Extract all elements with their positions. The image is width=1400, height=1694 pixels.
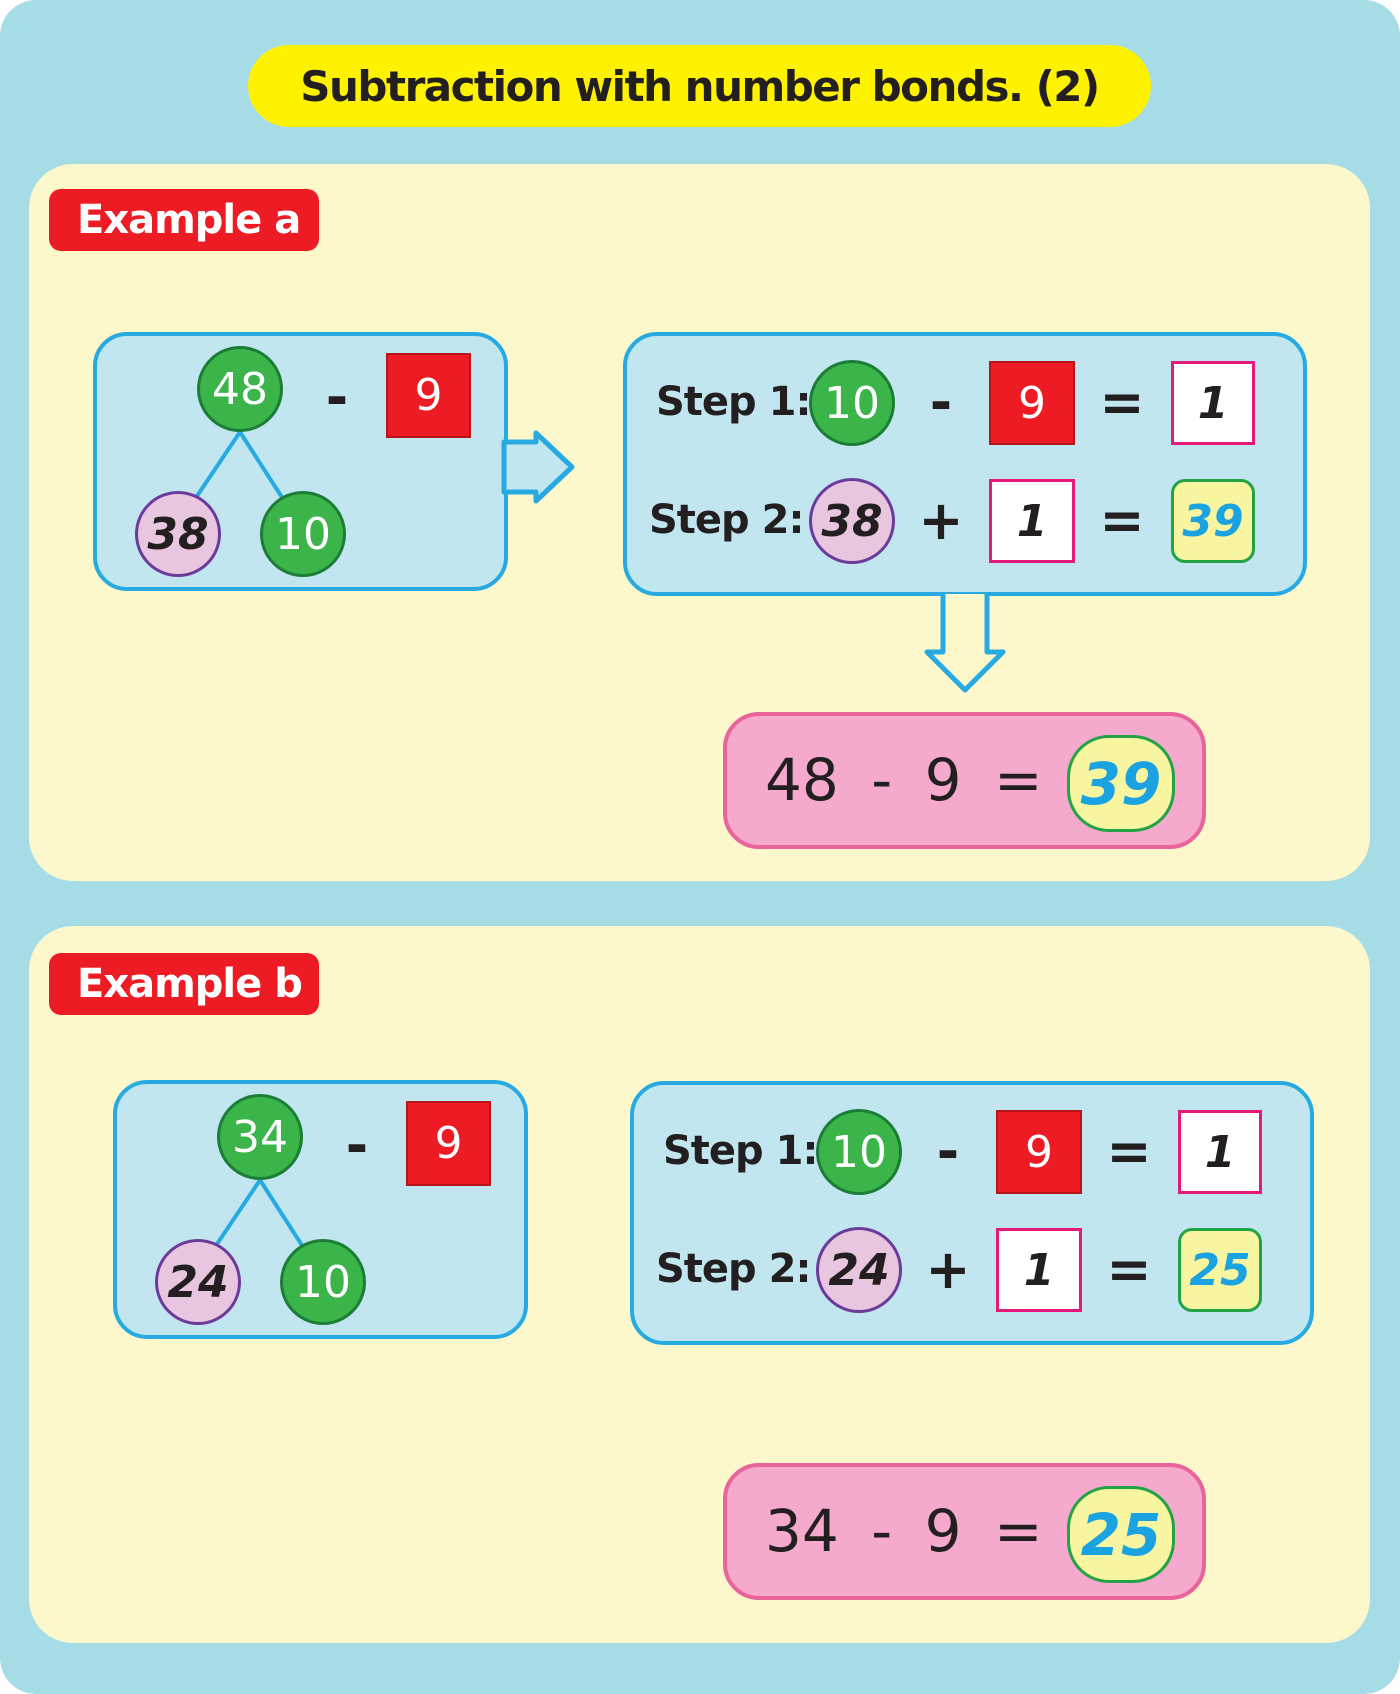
step-label: Step 2: <box>649 497 804 543</box>
step-operand-circle: 38 <box>809 478 895 564</box>
step-operator: + <box>918 488 964 552</box>
step-operand-square: 9 <box>996 1110 1082 1194</box>
equals-sign: = <box>1106 1119 1152 1183</box>
minus-sign: - <box>345 1113 369 1177</box>
step-operand-square: 9 <box>989 361 1075 445</box>
example-label: Example a <box>49 189 319 251</box>
step-operand-circle: 24 <box>816 1227 902 1313</box>
equals-sign: = <box>1099 488 1145 552</box>
result-answer-pill: 39 <box>1067 735 1175 832</box>
minus-sign: - <box>325 365 349 429</box>
subtrahend-square: 9 <box>386 353 471 438</box>
bond-part-circle: 38 <box>135 491 221 577</box>
step-operator: - <box>929 370 953 434</box>
step-label: Step 1: <box>656 379 811 425</box>
step-result-box: 39 <box>1171 479 1255 563</box>
step-result-box: 1 <box>1178 1110 1262 1194</box>
step-operand-square: 1 <box>996 1228 1082 1312</box>
equals-sign: = <box>1106 1237 1152 1301</box>
step-result-box: 1 <box>1171 361 1255 445</box>
step-operator: - <box>936 1119 960 1183</box>
result-answer-pill: 25 <box>1067 1486 1175 1583</box>
step-operand-circle: 10 <box>809 360 895 446</box>
bond-whole-circle: 48 <box>197 346 283 432</box>
bond-whole-circle: 34 <box>217 1094 303 1180</box>
bond-part-circle: 10 <box>280 1239 366 1325</box>
result-expression: 48 - 9 = <box>765 746 1043 814</box>
equals-sign: = <box>1099 370 1145 434</box>
subtrahend-square: 9 <box>406 1101 491 1186</box>
page-title: Subtraction with number bonds. (2) <box>248 45 1151 127</box>
bond-part-circle: 24 <box>155 1239 241 1325</box>
step-label: Step 2: <box>656 1246 811 1292</box>
step-result-box: 25 <box>1178 1228 1262 1312</box>
bond-part-circle: 10 <box>260 491 346 577</box>
step-operator: + <box>925 1237 971 1301</box>
step-operand-circle: 10 <box>816 1109 902 1195</box>
result-expression: 34 - 9 = <box>765 1497 1043 1565</box>
step-operand-square: 1 <box>989 479 1075 563</box>
example-label: Example b <box>49 953 319 1015</box>
step-label: Step 1: <box>663 1128 818 1174</box>
